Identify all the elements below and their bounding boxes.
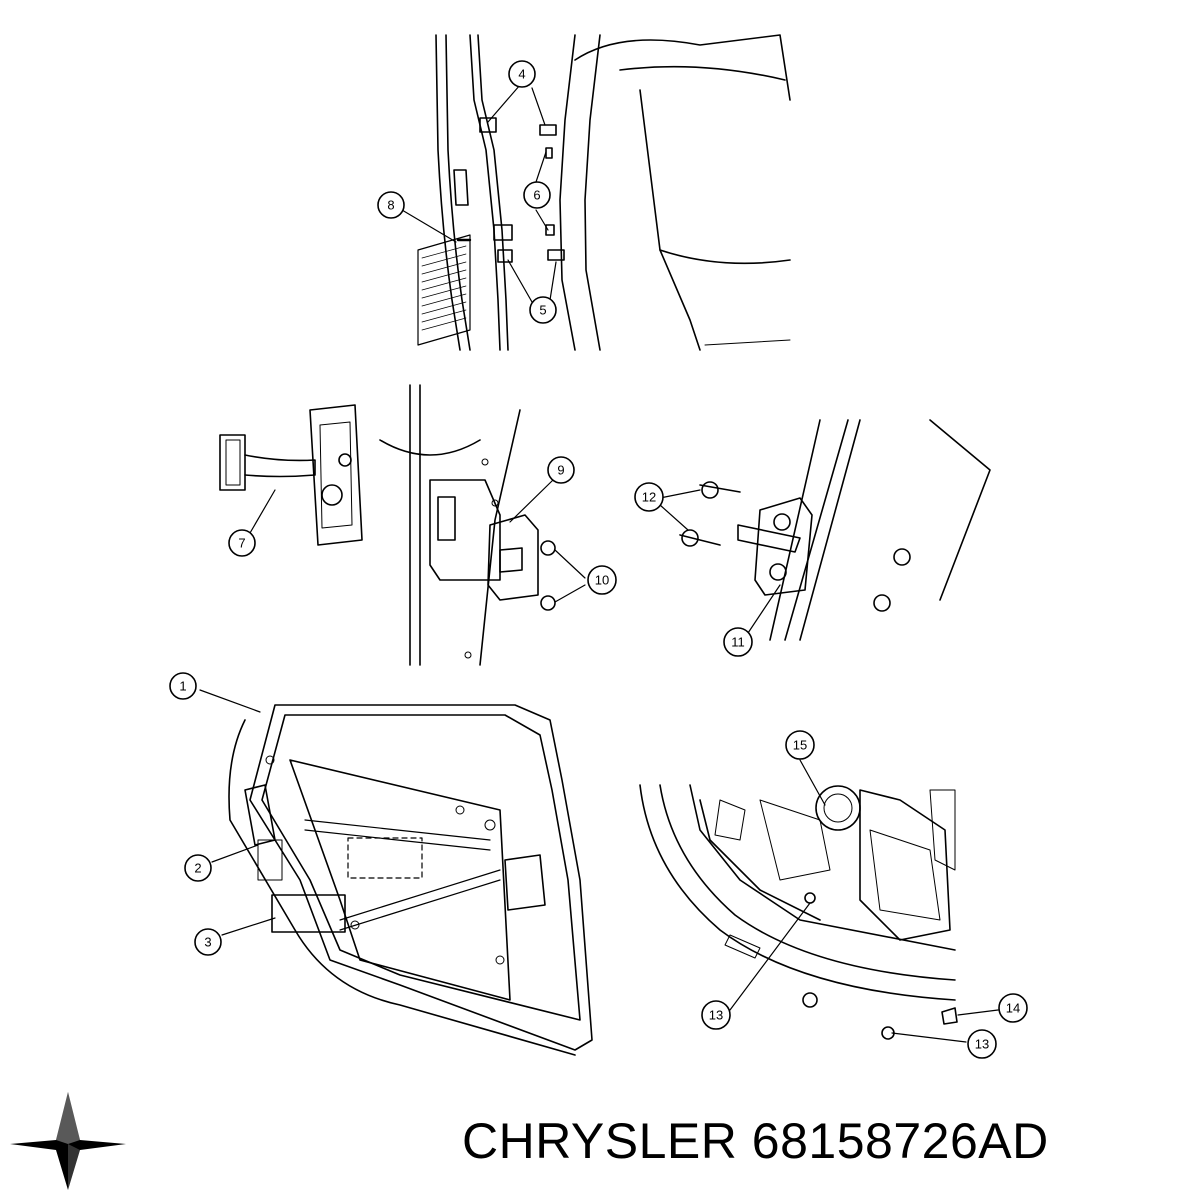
callout-12: 12 [634, 482, 664, 512]
svg-text:6: 6 [533, 188, 540, 203]
striker-view [679, 419, 991, 641]
callout-9: 9 [547, 456, 575, 484]
leader-lines [199, 84, 999, 1043]
svg-text:5: 5 [539, 303, 546, 318]
svg-text:10: 10 [595, 573, 609, 588]
brand-name: CHRYSLER [462, 1113, 738, 1169]
callout-14: 14 [998, 993, 1028, 1023]
callouts: 4 8 6 5 7 9 10 12 11 1 2 3 15 13 14 13 [169, 60, 1028, 1059]
callout-4: 4 [508, 60, 536, 88]
door-shell-view [228, 704, 593, 1056]
door-interior-view [639, 784, 958, 1040]
svg-text:11: 11 [731, 635, 745, 650]
callout-7: 7 [228, 529, 256, 557]
door-check-strap-view [219, 384, 556, 666]
svg-text:8: 8 [387, 198, 394, 213]
svg-text:13: 13 [975, 1037, 989, 1052]
callout-6: 6 [523, 181, 551, 209]
callout-13-second: 13 [967, 1029, 997, 1059]
hinge-assembly-view [417, 34, 791, 351]
callout-10: 10 [587, 565, 617, 595]
svg-text:14: 14 [1006, 1001, 1020, 1016]
callout-8: 8 [377, 191, 405, 219]
callout-13: 13 [701, 1000, 731, 1030]
svg-text:9: 9 [557, 463, 564, 478]
callout-2: 2 [184, 854, 212, 882]
svg-text:4: 4 [518, 67, 525, 82]
svg-text:15: 15 [793, 738, 807, 753]
callout-5: 5 [529, 296, 557, 324]
callout-1: 1 [169, 672, 197, 700]
callout-15: 15 [785, 730, 815, 760]
brand-part-label: CHRYSLER 68158726AD [462, 1112, 1049, 1170]
chrysler-star-logo [10, 1092, 126, 1190]
svg-text:7: 7 [238, 536, 245, 551]
part-number: 68158726AD [751, 1113, 1049, 1169]
svg-text:13: 13 [709, 1008, 723, 1023]
callout-3: 3 [194, 928, 222, 956]
svg-text:12: 12 [642, 490, 656, 505]
svg-text:1: 1 [179, 679, 186, 694]
svg-text:2: 2 [194, 861, 201, 876]
callout-11: 11 [723, 627, 753, 657]
svg-text:3: 3 [204, 935, 211, 950]
